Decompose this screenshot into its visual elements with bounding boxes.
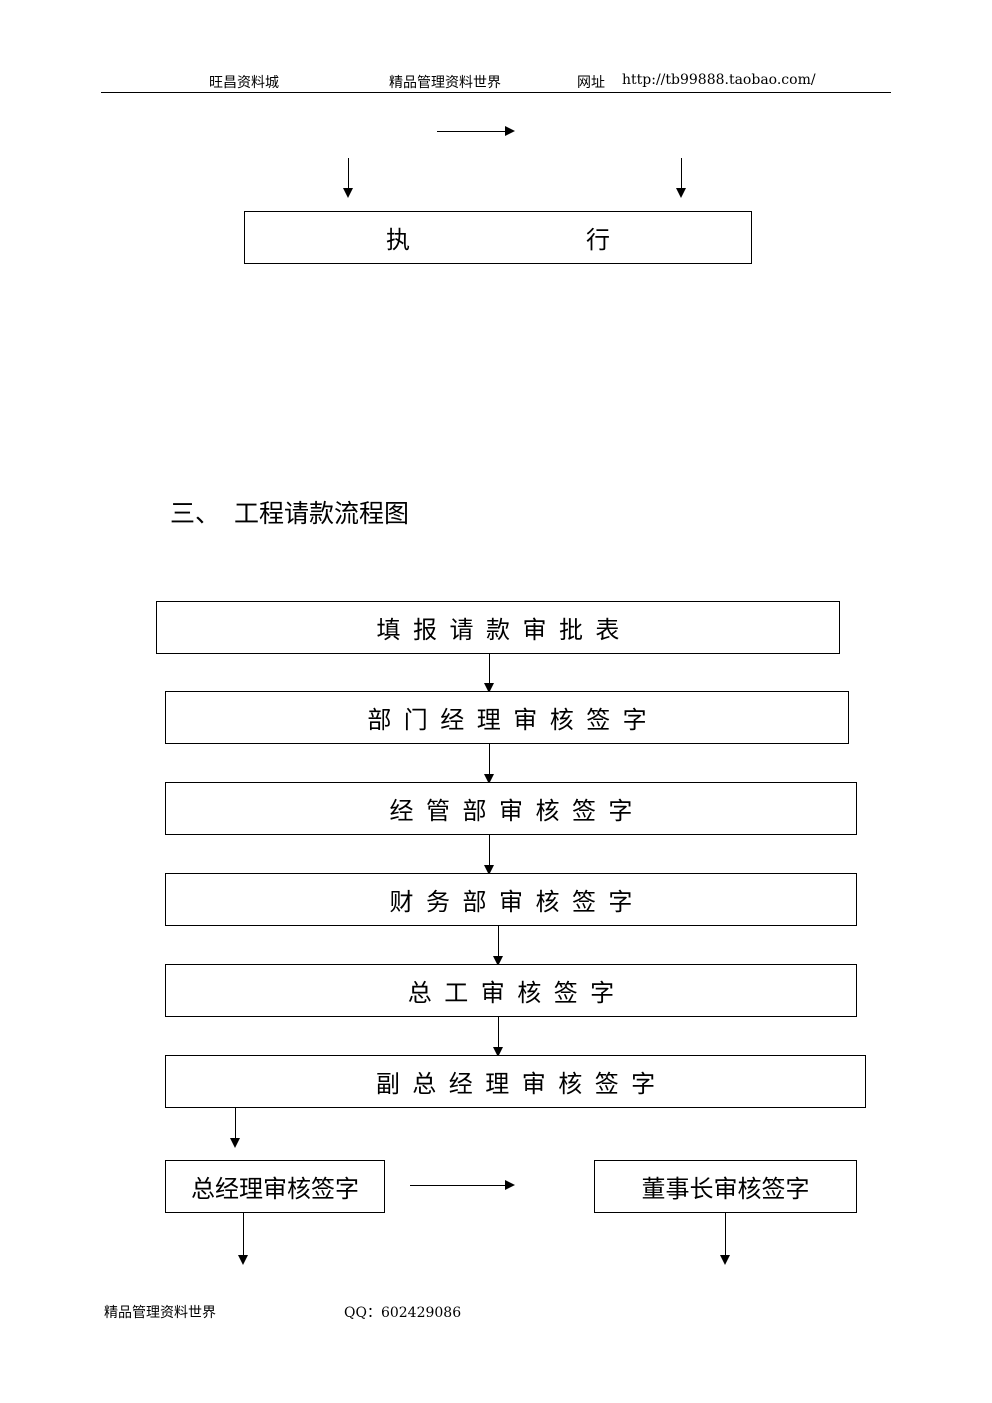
flow-arrow-down — [484, 654, 494, 693]
flow-arrow-down — [238, 1213, 248, 1265]
flow-arrow-right — [437, 126, 515, 136]
flow-step-label: 总工审核签字 — [407, 979, 627, 1007]
flow-step-label: 部门经理审核签字 — [367, 706, 660, 734]
flow-step-label: 经管部审核签字 — [389, 797, 645, 825]
header-divider — [101, 92, 891, 93]
flow-step-label: 填报请款审批表 — [376, 616, 632, 644]
ceo-approval-label: 总经理审核签字 — [191, 1175, 359, 1203]
flow-arrow-down — [484, 835, 494, 875]
flow-arrow-down — [484, 744, 494, 784]
flow-arrow-down — [720, 1213, 730, 1265]
section-heading: 三、工程请款流程图 — [170, 494, 409, 530]
flow-step-box: 填报请款审批表 — [156, 601, 840, 654]
flow-step-label: 财务部审核签字 — [389, 888, 645, 916]
flow-step-box: 总工审核签字 — [165, 964, 857, 1017]
execute-box: 执 行 — [244, 211, 752, 264]
flow-step-label: 副总经理审核签字 — [375, 1070, 668, 1098]
execute-label-right: 行 — [586, 226, 610, 254]
section-title: 工程请款流程图 — [234, 499, 410, 528]
execute-label-left: 执 — [386, 226, 410, 254]
footer-qq: QQ：602429086 — [344, 1305, 462, 1321]
flow-arrow-down — [493, 1017, 503, 1057]
ceo-approval-box: 总经理审核签字 — [165, 1160, 385, 1213]
header-url-label: 网址 — [577, 75, 605, 91]
header-site-name: 旺昌资料城 — [209, 75, 279, 91]
chairman-approval-label: 董事长审核签字 — [641, 1175, 810, 1203]
flow-step-box: 经管部审核签字 — [165, 782, 857, 835]
flow-arrow-down — [230, 1108, 240, 1148]
flow-step-box: 副总经理审核签字 — [165, 1055, 866, 1108]
footer-site-name: 精品管理资料世界 — [104, 1305, 216, 1321]
chairman-approval-box: 董事长审核签字 — [594, 1160, 857, 1213]
flow-arrow-right — [410, 1180, 515, 1190]
flow-step-box: 财务部审核签字 — [165, 873, 857, 926]
flow-arrow-down — [676, 158, 686, 198]
header-url-link[interactable]: http://tb99888.taobao.com/ — [622, 72, 816, 88]
flow-arrow-down — [493, 926, 503, 966]
flow-step-box: 部门经理审核签字 — [165, 691, 849, 744]
section-number: 三、 — [170, 499, 221, 528]
flow-arrow-down — [343, 158, 353, 198]
header-tagline: 精品管理资料世界 — [389, 75, 501, 91]
